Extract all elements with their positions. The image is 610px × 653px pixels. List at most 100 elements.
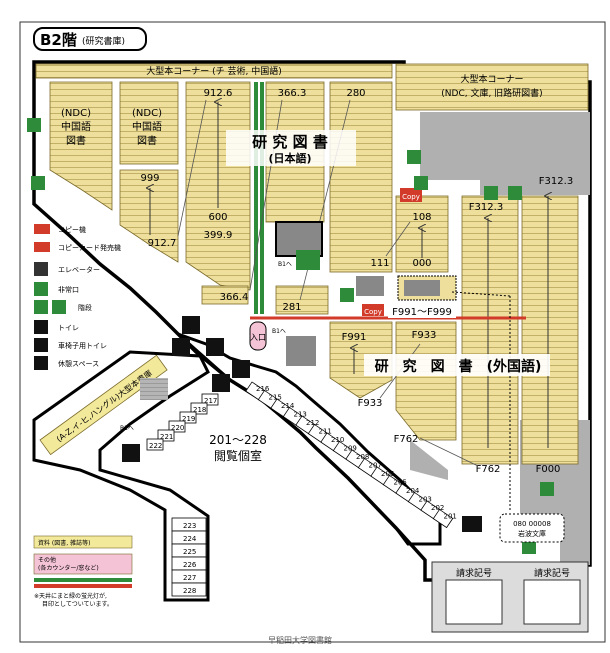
svg-text:214: 214 <box>281 402 295 410</box>
carrel-title: 閲覧個室 <box>214 448 262 463</box>
mech-room-top <box>420 112 590 195</box>
legend-note-1: ※天井にまと緑の蛍光灯が, <box>34 592 107 600</box>
svg-text:Copy: Copy <box>402 193 420 201</box>
stairs-center[interactable] <box>286 336 316 366</box>
carrel-227: 227 <box>171 569 207 584</box>
svg-text:221: 221 <box>160 433 173 441</box>
b1-mark-3: B1へ <box>120 425 134 432</box>
shelf-oversize-top <box>35 63 393 79</box>
svg-text:201: 201 <box>444 513 457 521</box>
shelf-f991 <box>329 321 393 399</box>
label-f762-b: F762 <box>476 464 501 475</box>
floor-subtitle: (研究書庫) <box>82 35 125 47</box>
svg-text:219: 219 <box>182 415 195 423</box>
leader-912-7 <box>177 99 207 237</box>
carrel-225: 225 <box>171 543 207 558</box>
toilet-icon-right <box>206 338 224 356</box>
toilet-icon-bottom <box>462 516 482 532</box>
label-ndc-b-3: 図書 <box>137 134 157 147</box>
stairs-upper[interactable] <box>356 276 384 296</box>
label-oversize-right-1: 大型本コーナー <box>460 73 523 85</box>
request-box-1[interactable] <box>445 579 503 625</box>
legend-copy: コピー機 <box>58 225 86 234</box>
exit-sign-2 <box>31 176 45 190</box>
stairs-legend-icon-2 <box>52 300 66 314</box>
svg-text:224: 224 <box>183 535 197 543</box>
title-jp-2: (日本語) <box>268 151 311 165</box>
svg-text:226: 226 <box>183 561 197 569</box>
jp-title-bg <box>226 130 356 166</box>
f991-range-bg <box>388 304 456 318</box>
legend-green-light-1 <box>34 578 132 582</box>
svg-text:204: 204 <box>406 487 420 495</box>
svg-text:223: 223 <box>183 522 196 530</box>
rest-legend-icon <box>34 356 48 370</box>
label-ndc-a-2: 中国語 <box>61 120 91 133</box>
exit-sign-1 <box>27 118 41 132</box>
title-jp-1: 研 究 図 書 <box>252 133 328 151</box>
floor-badge <box>33 27 147 51</box>
carrel-224: 224 <box>171 530 207 545</box>
shelf-ndc-a <box>49 81 113 211</box>
svg-text:209: 209 <box>344 445 357 453</box>
request-box-2[interactable] <box>523 579 581 625</box>
stairs-left[interactable] <box>140 378 168 400</box>
svg-text:217: 217 <box>204 397 217 405</box>
carrel-range: 201～228 <box>209 433 267 447</box>
legend-stairs: 階段 <box>78 303 92 312</box>
legend-other-swatch <box>33 553 133 575</box>
legend-other-2: (各カウンター/窓など) <box>38 564 99 572</box>
carrel-218: 218 <box>190 402 208 415</box>
shelf-366-4 <box>201 285 249 305</box>
carrel-226: 226 <box>171 556 207 571</box>
legend-note-2: 目印としてついています。 <box>42 601 113 608</box>
label-f991: F991 <box>342 332 367 343</box>
label-366-4: 366.4 <box>220 292 249 303</box>
label-oversize-right-2: (NDC, 文庫, 旧路研図書) <box>441 87 542 99</box>
svg-text:206: 206 <box>381 470 395 478</box>
svg-text:225: 225 <box>183 548 196 556</box>
shelf-108 <box>395 195 449 273</box>
leader-f762 <box>419 437 479 467</box>
toilet-icon-left <box>172 338 190 356</box>
shelf-oversize-right <box>395 63 589 111</box>
green-light-1 <box>254 82 258 314</box>
svg-text:203: 203 <box>419 496 432 504</box>
legend-red-line <box>34 584 132 588</box>
svg-text:215: 215 <box>269 394 282 402</box>
card-legend-icon <box>34 242 50 252</box>
elevator-legend-icon <box>34 262 48 276</box>
stairs-b1[interactable] <box>296 250 320 270</box>
label-f991-range: F991～F999 <box>392 307 452 318</box>
carrel-222: 222 <box>146 438 164 451</box>
legend-toilet: トイレ <box>58 324 79 332</box>
legend: コピー機 コピーカード発売機 エレベーター 非常口 階段 トイレ 車椅子用トイレ… <box>34 224 121 370</box>
carrel-223: 223 <box>171 517 207 532</box>
shelf-999 <box>119 169 179 263</box>
title-foreign: 研 究 図 書 (外国語) <box>375 358 542 375</box>
label-600: 600 <box>208 212 227 223</box>
exit-sign-4 <box>414 176 428 190</box>
label-366-3: 366.3 <box>278 88 307 99</box>
legend-elevator: エレベーター <box>58 265 100 274</box>
wheelchair-icon <box>182 316 200 334</box>
exit-signs <box>27 118 554 554</box>
rest-icon <box>212 374 230 392</box>
shelf-f933 <box>395 321 457 441</box>
stairs-green[interactable] <box>340 288 354 302</box>
svg-text:212: 212 <box>306 419 319 427</box>
elevator-icon <box>232 360 250 378</box>
svg-text:210: 210 <box>331 436 344 444</box>
svg-text:208: 208 <box>356 453 369 461</box>
svg-text:205: 205 <box>394 479 407 487</box>
b1-mark: B1へ <box>278 261 292 268</box>
svg-text:207: 207 <box>369 462 382 470</box>
foreign-title-bg <box>364 354 550 376</box>
entrance-marker[interactable] <box>249 321 267 351</box>
floor-name: B2階 <box>40 31 77 49</box>
legend-materials: 資料 (図書, 雑誌等) <box>38 539 90 547</box>
svg-text:211: 211 <box>319 428 332 436</box>
footer-text: 早稲田大学図書館 <box>268 635 332 645</box>
